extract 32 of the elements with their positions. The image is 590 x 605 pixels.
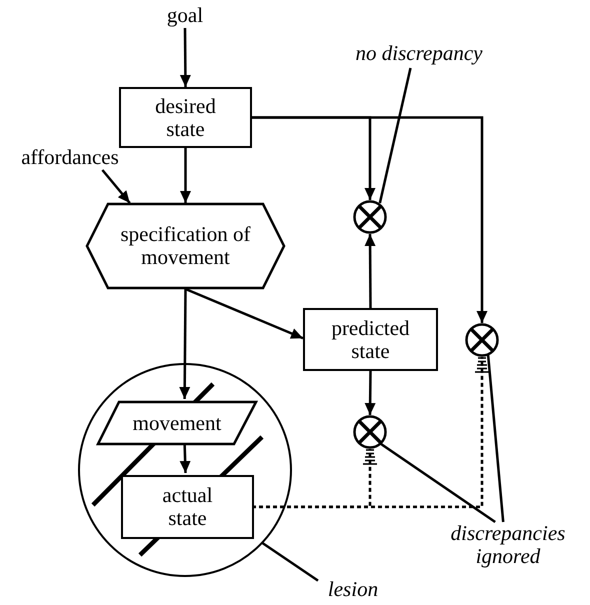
comparator-symbol xyxy=(353,415,387,449)
text-label: no discrepancy xyxy=(334,42,504,68)
node-label: actual state xyxy=(161,484,214,530)
hexagon-box xyxy=(86,203,285,289)
node-label: specification of movement xyxy=(119,223,252,269)
leader-line xyxy=(261,542,319,582)
leader-line xyxy=(380,442,496,524)
arrow xyxy=(179,289,190,399)
node-label: predicted state xyxy=(330,316,411,362)
arrow xyxy=(252,116,488,323)
text-label: goal xyxy=(160,4,210,28)
inhibited-connector xyxy=(252,357,490,508)
text-label: lesion xyxy=(318,578,388,604)
process-box xyxy=(121,475,254,539)
node-label: desired state xyxy=(154,94,217,140)
parallelogram-box xyxy=(97,401,257,445)
process-box xyxy=(119,87,252,148)
comparator-symbol xyxy=(465,323,499,357)
arrow xyxy=(185,288,304,340)
node-label: movement xyxy=(132,412,222,434)
text-label: discrepancies ignored xyxy=(428,522,588,574)
arrow xyxy=(364,234,376,308)
arrow xyxy=(364,370,376,416)
lesion-circle xyxy=(78,363,292,577)
arrow xyxy=(101,169,131,204)
comparator-symbol xyxy=(353,200,387,234)
leader-line xyxy=(378,68,412,204)
arrow xyxy=(180,28,191,87)
arrow xyxy=(180,148,191,203)
process-box xyxy=(303,308,438,371)
leader-line xyxy=(486,354,504,522)
text-label: affordances xyxy=(10,146,130,170)
